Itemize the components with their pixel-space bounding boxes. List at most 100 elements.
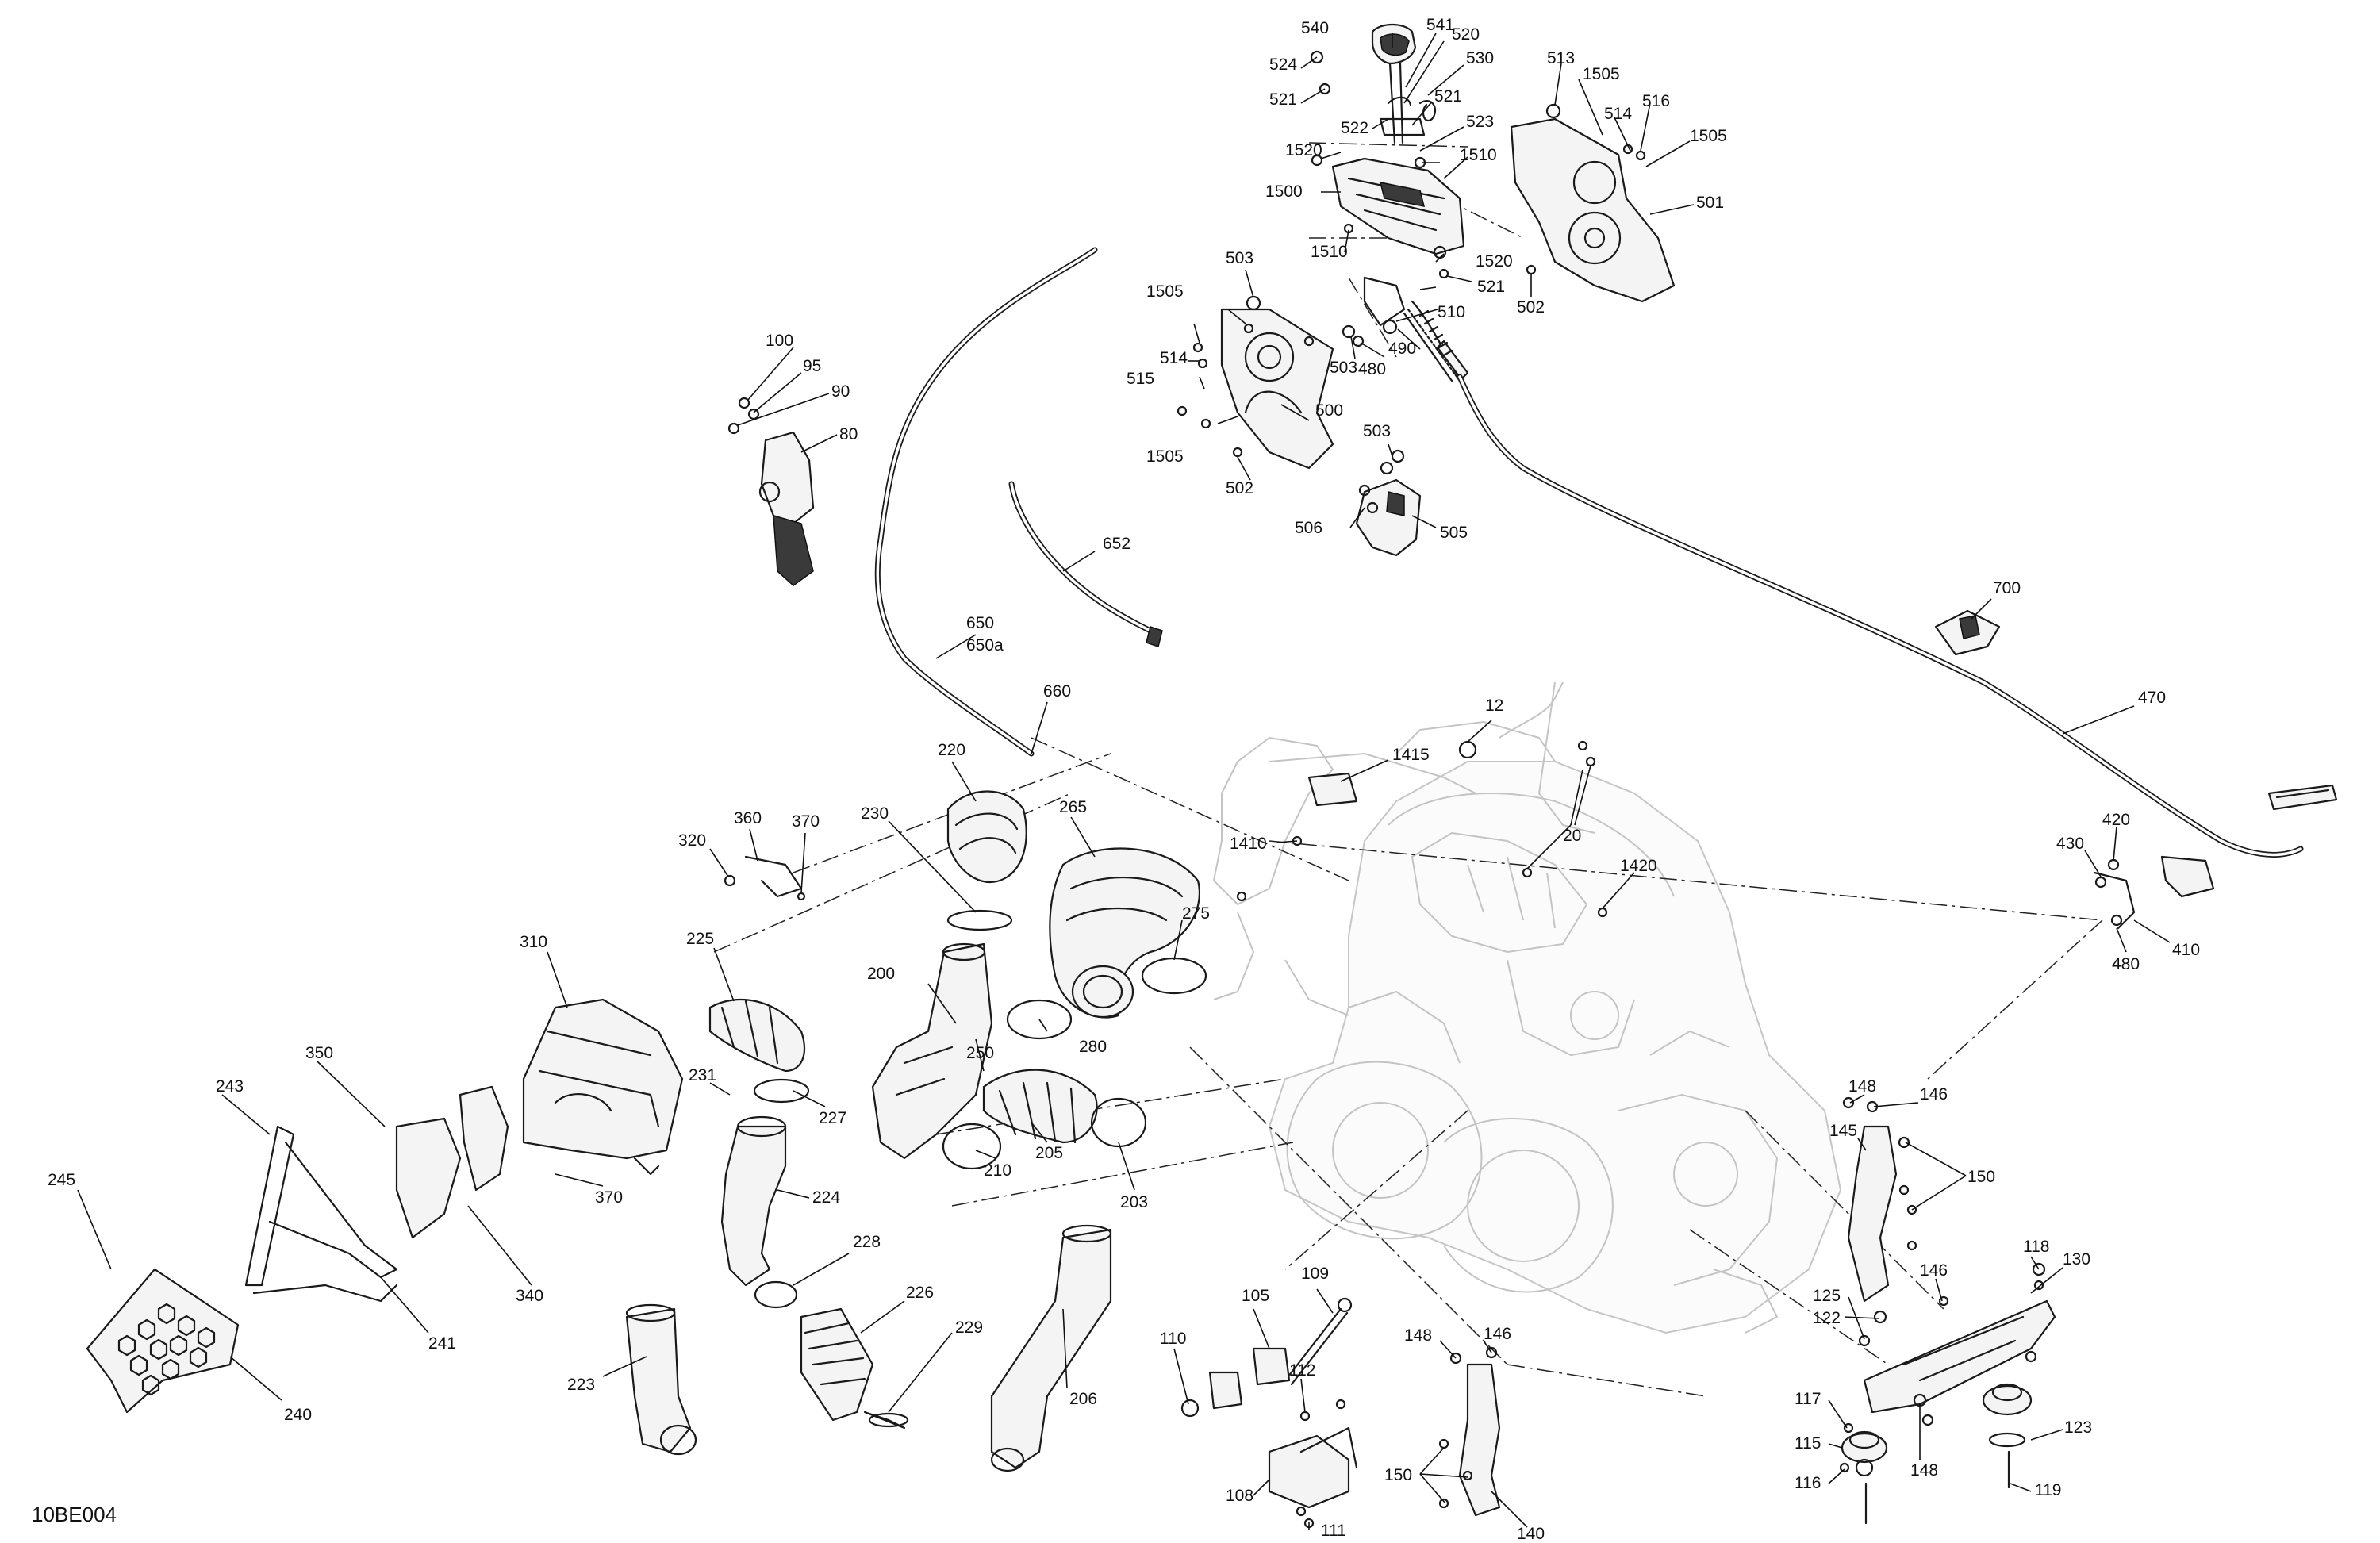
- engine-ghost-outline: [1213, 681, 1842, 1334]
- diagram-reference-code: 10BE004: [32, 1503, 117, 1526]
- callout-1520: 1520: [1285, 141, 1322, 159]
- callout-502: 502: [1517, 298, 1545, 317]
- callout-480: 503: [1330, 359, 1357, 377]
- callout-480: 480: [2112, 955, 2140, 973]
- callout-123: 123: [2064, 1418, 2092, 1437]
- callout-340: 340: [516, 1287, 543, 1305]
- callout-502: 502: [1226, 479, 1253, 497]
- callout-1415: 1415: [1392, 746, 1430, 764]
- callout-226: 226: [906, 1284, 934, 1302]
- callout-227: 227: [819, 1109, 846, 1127]
- callout-523: 523: [1466, 113, 1494, 131]
- callout-360: 360: [734, 809, 762, 827]
- callout-146: 146: [1920, 1085, 1948, 1104]
- callout-1505: 1505: [1146, 282, 1184, 301]
- shifter-assembly: [1177, 23, 1676, 557]
- callout-490: 480: [1358, 360, 1386, 378]
- callout-530: 530: [1466, 49, 1494, 67]
- callout-541: 541: [1426, 16, 1454, 34]
- callout-522: 522: [1341, 119, 1368, 137]
- callout-1500: 1500: [1265, 182, 1303, 201]
- callout-320: 320: [678, 831, 706, 850]
- callout-148: 148: [1404, 1326, 1432, 1345]
- callout-224: 224: [812, 1188, 840, 1207]
- callout-95: 95: [803, 357, 821, 375]
- callout-245: 245: [48, 1171, 75, 1189]
- mount-parts: [1180, 740, 2056, 1529]
- callout-243: 243: [216, 1077, 244, 1096]
- callout-241: 241: [428, 1334, 456, 1353]
- callout-labels: 540 541 520 530 524 521 521 522 523 1520…: [32, 16, 2200, 1543]
- callout-370: 370: [595, 1188, 623, 1207]
- callout-310: 310: [520, 933, 547, 951]
- callout-1410: 1410: [1230, 835, 1267, 853]
- callout-500: 500: [1315, 401, 1343, 420]
- callout-520: 520: [1452, 25, 1480, 44]
- callout-105: 105: [1242, 1287, 1269, 1305]
- callout-110: 110: [1160, 1330, 1186, 1348]
- callout-515: 515: [1127, 370, 1154, 388]
- callout-210: 210: [984, 1161, 1012, 1180]
- callout-1520: 1520: [1476, 252, 1513, 271]
- callout-280: 280: [1079, 1038, 1107, 1056]
- callout-229: 229: [955, 1318, 983, 1337]
- callout-1505: 1505: [1583, 65, 1620, 83]
- callout-420: 420: [2102, 811, 2130, 829]
- callout-514: 514: [1604, 105, 1632, 123]
- callout-1510: 1510: [1311, 243, 1348, 261]
- callout-540: 540: [1301, 19, 1329, 37]
- callout-100: 100: [766, 332, 793, 350]
- callout-108: 108: [1226, 1487, 1253, 1505]
- callout-118: 118: [2023, 1238, 2049, 1256]
- callout-220: 220: [938, 741, 965, 759]
- callout-205: 205: [1035, 1144, 1063, 1162]
- pedal-and-cables: [727, 247, 1163, 757]
- callout-112: 112: [1289, 1361, 1315, 1380]
- callout-510: 490: [1388, 340, 1416, 358]
- callout-125: 125: [1813, 1287, 1841, 1305]
- callout-410: 410: [2172, 941, 2200, 959]
- callout-228: 228: [853, 1233, 881, 1251]
- callout-90: 90: [831, 382, 850, 401]
- callout-122: 122: [1813, 1309, 1841, 1327]
- callout-505: 505: [1440, 524, 1468, 542]
- callout-430: 430: [2056, 835, 2084, 853]
- callout-20: 20: [1563, 827, 1581, 845]
- callout-230: 230: [861, 804, 889, 823]
- callout-225: 225: [686, 930, 714, 948]
- callout-650: 650: [966, 614, 994, 632]
- callout-80: 80: [839, 425, 858, 443]
- callout-1505: 1505: [1690, 127, 1727, 145]
- callout-265: 265: [1059, 798, 1087, 816]
- callout-652: 652: [1103, 535, 1130, 553]
- callout-1505: 1505: [1146, 447, 1184, 466]
- callout-150: 150: [1967, 1168, 1995, 1186]
- callout-650a: 650a: [966, 636, 1004, 654]
- callout-200: 200: [867, 965, 895, 983]
- callout-223: 223: [567, 1376, 595, 1394]
- callout-370: 370: [792, 812, 820, 831]
- shift-cable: [1457, 374, 2338, 930]
- callout-660: 660: [1043, 682, 1071, 700]
- callout-231: 231: [689, 1066, 716, 1084]
- callout-130: 130: [2063, 1250, 2090, 1269]
- callout-12: 12: [1485, 697, 1503, 715]
- callout-470: 470: [2138, 689, 2166, 707]
- callout-206: 206: [1069, 1390, 1097, 1408]
- callout-1510: 1510: [1460, 146, 1497, 164]
- callout-275: 275: [1182, 904, 1210, 923]
- callout-524: 524: [1269, 56, 1297, 74]
- callout-109: 109: [1301, 1265, 1329, 1283]
- callout-146: 146: [1920, 1261, 1948, 1280]
- callout-240: 240: [284, 1406, 312, 1424]
- callout-514: 514: [1160, 349, 1188, 367]
- callout-203: 203: [1120, 1193, 1148, 1211]
- callout-148: 148: [1848, 1077, 1876, 1096]
- callout-513: 510: [1438, 303, 1465, 321]
- callout-119: 119: [2035, 1481, 2061, 1499]
- callout-521: 521: [1477, 278, 1505, 296]
- callout-146: 146: [1484, 1325, 1511, 1343]
- callout-115: 115: [1795, 1434, 1821, 1453]
- callout-117: 117: [1795, 1390, 1821, 1408]
